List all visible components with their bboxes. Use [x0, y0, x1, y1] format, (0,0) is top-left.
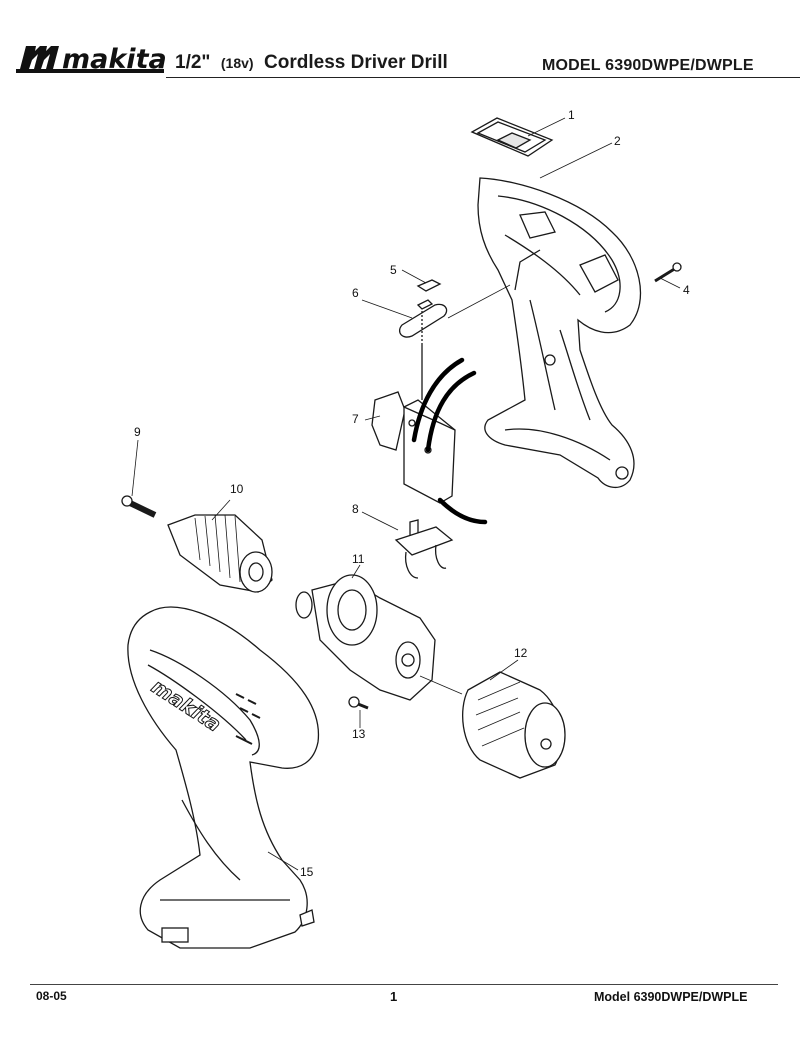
page-header: makita 1/2" (18v) Cordless Driver Drill …	[0, 0, 808, 90]
makita-logo: makita	[16, 44, 166, 75]
footer-model: Model 6390DWPE/DWPLE	[594, 990, 748, 1004]
callout-13: 13	[352, 727, 366, 741]
part-2-housing-set	[477, 177, 642, 488]
footer-divider	[30, 984, 778, 985]
callout-9: 9	[134, 425, 141, 439]
part-13-tapping-screw	[348, 696, 369, 710]
diagram-canvas: makita	[121, 108, 690, 949]
part-10-keyless-chuck	[167, 514, 273, 593]
title-voltage: (18v)	[220, 55, 254, 71]
callout-4: 4	[683, 283, 690, 297]
callout-2: 2	[614, 134, 621, 148]
footer-date-code: 08-05	[36, 989, 67, 1003]
part-8-brush-holder	[394, 519, 454, 579]
callout-labels: 1 2 4 5 6 7 8 9 10 11 12 13 15	[134, 108, 690, 879]
lead-wires	[411, 357, 488, 525]
exploded-parts-diagram: makita	[0, 95, 808, 975]
callout-10: 10	[230, 482, 244, 496]
title-size: 1/2"	[175, 52, 211, 73]
callout-8: 8	[352, 502, 359, 516]
header-divider	[166, 77, 800, 78]
callout-1: 1	[568, 108, 575, 122]
callout-15: 15	[300, 865, 314, 879]
callout-6: 6	[352, 286, 359, 300]
part-11-gear-assembly	[295, 574, 436, 701]
part-6-change-lever	[398, 299, 448, 345]
svg-text:makita: makita	[62, 44, 166, 75]
part-4-tapping-screw	[654, 262, 682, 283]
part-1-switch-lever	[470, 117, 554, 157]
part-12-dc-motor	[462, 671, 566, 779]
callout-12: 12	[514, 646, 528, 660]
part-15-housing: makita	[127, 606, 320, 949]
part-7-switch	[371, 345, 456, 504]
callout-7: 7	[352, 412, 359, 426]
model-number: MODEL 6390DWPE/DWPLE	[542, 57, 754, 74]
title-product: Cordless Driver Drill	[264, 52, 448, 73]
part-5-spring	[416, 279, 442, 292]
part-9-chuck-screw	[121, 495, 157, 518]
leader-lines	[131, 117, 681, 871]
callout-11: 11	[352, 552, 365, 566]
callout-5: 5	[390, 263, 397, 277]
page-title: 1/2" (18v) Cordless Driver Drill	[175, 52, 448, 74]
footer-page-number: 1	[390, 989, 398, 1004]
